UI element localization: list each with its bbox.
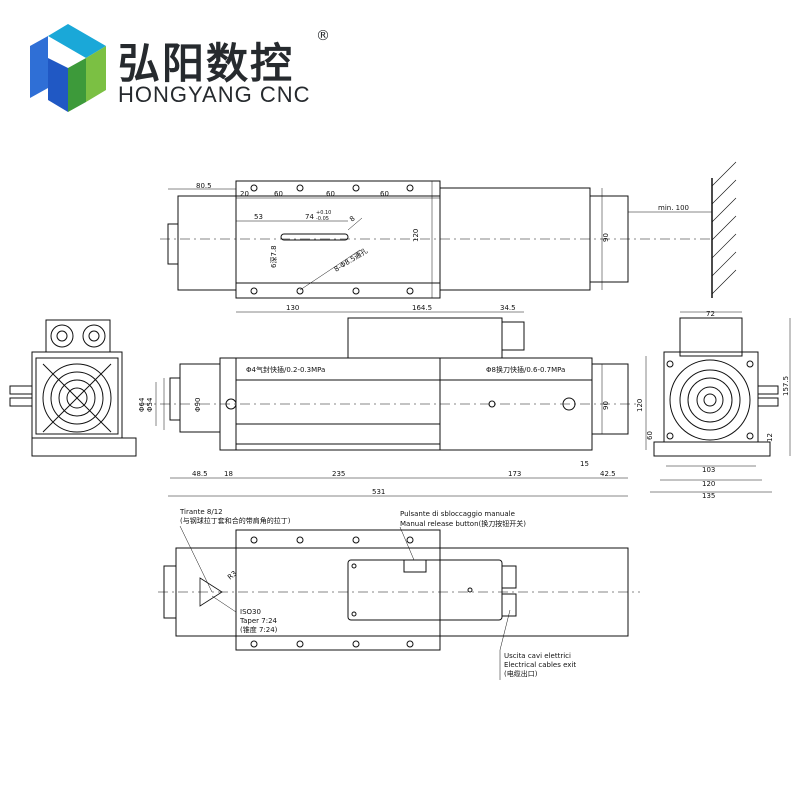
dim-164-5: 164.5 [412, 304, 432, 312]
dim-74: 74 [305, 213, 314, 221]
dim-12: 12 [766, 433, 774, 442]
connector-right [82, 324, 106, 348]
note-air-seal: Φ4气封快插/0.2-0.3MPa [246, 365, 325, 374]
dim-120-end: 120 [702, 480, 715, 488]
label-taper-cn: (锥度 7:24) [240, 625, 278, 634]
bottom-view-holes [250, 536, 414, 648]
dim-18: 18 [224, 470, 233, 478]
dim-90-side: 90 [602, 401, 610, 410]
label-drawbar: Tirante 8/12 [179, 508, 223, 516]
dim-235: 235 [332, 470, 345, 478]
dim-phi64: Φ64 [138, 397, 146, 412]
dim-phi90: Φ90 [194, 398, 202, 412]
logo-facet-left [30, 36, 48, 98]
side-view-top-housing [347, 317, 503, 359]
top-view-slot [280, 233, 349, 241]
dim-60-vertical: 60 [646, 431, 654, 440]
right-end-body [663, 351, 759, 443]
dim-80-5: 80.5 [196, 182, 212, 190]
logo-facet-right [86, 46, 106, 102]
spindle-face [669, 359, 751, 441]
dim-531: 531 [372, 488, 385, 496]
brand-logo [30, 24, 106, 112]
dim-34-5: 34.5 [500, 304, 516, 312]
dim-48-5: 48.5 [192, 470, 208, 478]
left-end-view [9, 319, 137, 457]
dim-103: 103 [702, 466, 715, 474]
label-cables-cn: (电缆出口) [504, 669, 538, 678]
control-cover [347, 559, 503, 621]
dim-min-100: min. 100 [658, 204, 689, 212]
dim-60-a: 60 [274, 190, 283, 198]
dim-90: 90 [602, 233, 610, 242]
note-tool-change: Φ8换刀快插/0.6-0.7MPa [486, 365, 565, 374]
dim-135: 135 [702, 492, 715, 500]
label-drawbar-cn: (与钢球拉丁套和合的带肩角的拉丁) [180, 516, 291, 525]
logo-facet-bottom [68, 58, 86, 112]
bottom-view: Tirante 8/12 (与钢球拉丁套和合的带肩角的拉丁) R3 ISO30 … [158, 508, 640, 680]
dim-173: 173 [508, 470, 521, 478]
brand-name-cn: 弘阳数控 [118, 39, 295, 88]
logo-facet-mid [48, 58, 68, 112]
top-view-front-cap [177, 195, 237, 291]
right-end-view: 72 103 120 135 120 157.5 60 12 [636, 310, 791, 500]
dim-72: 72 [706, 310, 715, 318]
note-through-holes: 8-Φ8.5通孔 [332, 246, 369, 274]
label-release-it: Pulsante di sbloccaggio manuale [400, 510, 515, 518]
dim-15: 15 [580, 460, 589, 468]
dim-60-c: 60 [380, 190, 389, 198]
top-view: 80.5 20 60 60 60 53 74 +0.10 -0.05 8 120… [160, 161, 737, 299]
dim-130: 130 [286, 304, 299, 312]
top-view-nose [167, 223, 179, 265]
label-iso30: ISO30 [240, 608, 261, 616]
dim-r3: R3 [226, 569, 238, 581]
logo-facet-top-left [48, 24, 106, 58]
label-cables-it: Uscita cavi elettrici [504, 652, 571, 660]
manual-release-button [403, 559, 427, 573]
connector-left [50, 324, 74, 348]
label-release-en: Manual release button(换刀按钮开关) [400, 519, 526, 528]
left-end-body [31, 351, 123, 439]
dim-120-vertical: 120 [636, 399, 644, 412]
dim-74-upper-tol: +0.10 [316, 210, 331, 216]
dim-120: 120 [412, 229, 420, 242]
dim-r8: 8 [348, 215, 357, 224]
label-taper: Taper 7:24 [239, 617, 278, 625]
dim-157-5: 157.5 [782, 376, 790, 396]
dim-53: 53 [254, 213, 263, 221]
side-view: 130 164.5 34.5 48.5 18 235 173 42.5 15 5… [138, 304, 640, 497]
dim-74-lower-tol: -0.05 [316, 216, 329, 222]
brand-name-en: HONGYANG CNC [118, 82, 311, 107]
side-view-nose [169, 377, 181, 421]
fan-grille [42, 363, 112, 433]
dim-20: 20 [240, 190, 249, 198]
dim-60-b: 60 [326, 190, 335, 198]
dim-42-5: 42.5 [600, 470, 616, 478]
side-view-cable-gland [501, 321, 525, 351]
dim-phi54: Φ54 [146, 397, 154, 412]
registered-mark: ® [316, 28, 330, 44]
top-view-mount-holes [250, 184, 414, 295]
note-depth: 6深7.8 [269, 245, 278, 268]
label-cables-en: Electrical cables exit [504, 661, 576, 669]
